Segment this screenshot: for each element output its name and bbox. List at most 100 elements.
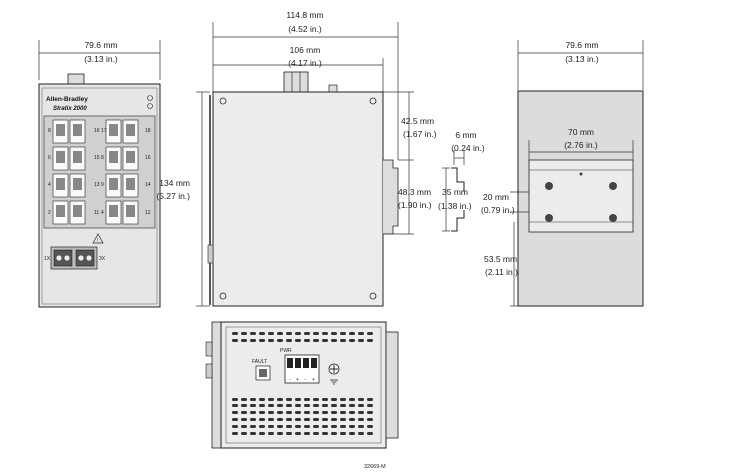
port-number-right-4: 12 <box>145 210 151 216</box>
vent-slot <box>358 411 364 414</box>
vent-slot <box>313 425 319 428</box>
vent-slot <box>277 418 283 421</box>
vent-slot <box>241 404 247 407</box>
back-din-bracket <box>528 159 634 233</box>
rail-depth-mm: 6 mm <box>455 130 476 140</box>
side-screw-top-left <box>219 97 227 105</box>
vent-slot <box>268 425 274 428</box>
vent-slot <box>367 425 373 428</box>
vent-slot <box>232 418 238 421</box>
port-number-right-3: 14 <box>145 182 151 188</box>
vent-slot <box>241 398 247 401</box>
back-screw-top-left <box>545 182 553 190</box>
vent-slot <box>232 404 238 407</box>
vent-slot <box>304 398 310 401</box>
side-rail-in: (1.90 in.) <box>398 200 432 210</box>
vent-slot <box>304 425 310 428</box>
vent-slot <box>331 425 337 428</box>
port-number-midright-1: 17 <box>101 128 107 134</box>
port-number-left-3: 4 <box>48 182 51 188</box>
vent-slot <box>367 418 373 421</box>
vent-slot <box>331 418 337 421</box>
vent-slot-grid <box>232 332 373 435</box>
vent-slot <box>295 332 301 335</box>
side-top-screw <box>328 84 338 93</box>
side-total-in: (4.52 in.) <box>288 24 322 34</box>
vent-slot <box>241 432 247 435</box>
vent-slot <box>250 339 256 342</box>
rail-height-mm: 35 mm <box>442 187 468 197</box>
vent-slot <box>268 418 274 421</box>
back-width-mm: 79.6 mm <box>565 40 598 50</box>
front-body-inner-border <box>41 87 158 305</box>
vent-slot <box>286 404 292 407</box>
fiber-port-left <box>53 249 73 267</box>
vent-slot <box>241 332 247 335</box>
vent-slot <box>268 411 274 414</box>
front-width-mm: 79.6 mm <box>84 40 117 50</box>
ethernet-port-grid <box>52 119 139 225</box>
vent-slot <box>340 398 346 401</box>
port-number-midright-4: 4 <box>101 210 104 216</box>
vent-slot <box>313 404 319 407</box>
ethernet-port-socket <box>73 124 82 136</box>
port-number-left-1: 8 <box>48 128 51 134</box>
vent-slot <box>340 432 346 435</box>
vent-slot <box>340 425 346 428</box>
port-number-left-2: 6 <box>48 155 51 161</box>
side-top-connector <box>283 71 309 93</box>
figure-id: 32669-M <box>364 464 386 470</box>
port-number-midleft-4: 11 <box>94 210 99 216</box>
side-screw-bottom-left <box>219 292 227 300</box>
vent-slot <box>232 411 238 414</box>
ethernet-port-socket <box>73 205 82 217</box>
warning-icon <box>92 233 104 244</box>
vent-slot <box>277 432 283 435</box>
vent-slot <box>277 411 283 414</box>
vent-slot <box>313 398 319 401</box>
vent-slot <box>349 425 355 428</box>
vent-slot <box>277 398 283 401</box>
vent-slot <box>313 432 319 435</box>
fiber-connector-4 <box>86 255 92 261</box>
side-fiber-stub <box>207 244 214 264</box>
vent-slot <box>268 404 274 407</box>
front-top-clip <box>67 73 85 86</box>
vent-slot <box>313 411 319 414</box>
terminal-label-4: + <box>312 377 315 383</box>
vent-slot <box>367 432 373 435</box>
vent-slot <box>340 418 346 421</box>
terminal-label-3: - <box>304 377 306 383</box>
vent-slot <box>331 332 337 335</box>
port-number-midright-2: 8 <box>101 155 104 161</box>
vent-slot <box>295 425 301 428</box>
side-total-mm: 114.8 mm <box>286 10 323 20</box>
vent-slot <box>259 398 265 401</box>
back-screw-top-right <box>609 182 617 190</box>
vent-slot <box>304 411 310 414</box>
vent-slot <box>250 418 256 421</box>
vent-slot <box>349 339 355 342</box>
back-bottom-in: (2.11 in.) <box>485 267 518 277</box>
front-height-in: (5.27 in.) <box>156 191 190 201</box>
vent-slot <box>250 398 256 401</box>
led-indicator-2 <box>147 103 153 109</box>
side-body <box>212 91 384 307</box>
back-width-in: (3.13 in.) <box>565 54 599 64</box>
vent-slot <box>295 404 301 407</box>
vent-slot <box>259 339 265 342</box>
vent-slot <box>241 339 247 342</box>
vent-slot <box>286 432 292 435</box>
vent-slot <box>367 332 373 335</box>
side-body-mm: 106 mm <box>290 45 321 55</box>
fiber-left-label: 1X <box>44 256 51 262</box>
model-label: Stratix 2000 <box>53 106 87 112</box>
led-indicator-1 <box>147 95 153 101</box>
vent-slot <box>259 411 265 414</box>
vent-slot <box>349 411 355 414</box>
vent-slot <box>232 425 238 428</box>
vent-slot <box>349 398 355 401</box>
vent-slot <box>313 339 319 342</box>
vent-slot <box>322 418 328 421</box>
